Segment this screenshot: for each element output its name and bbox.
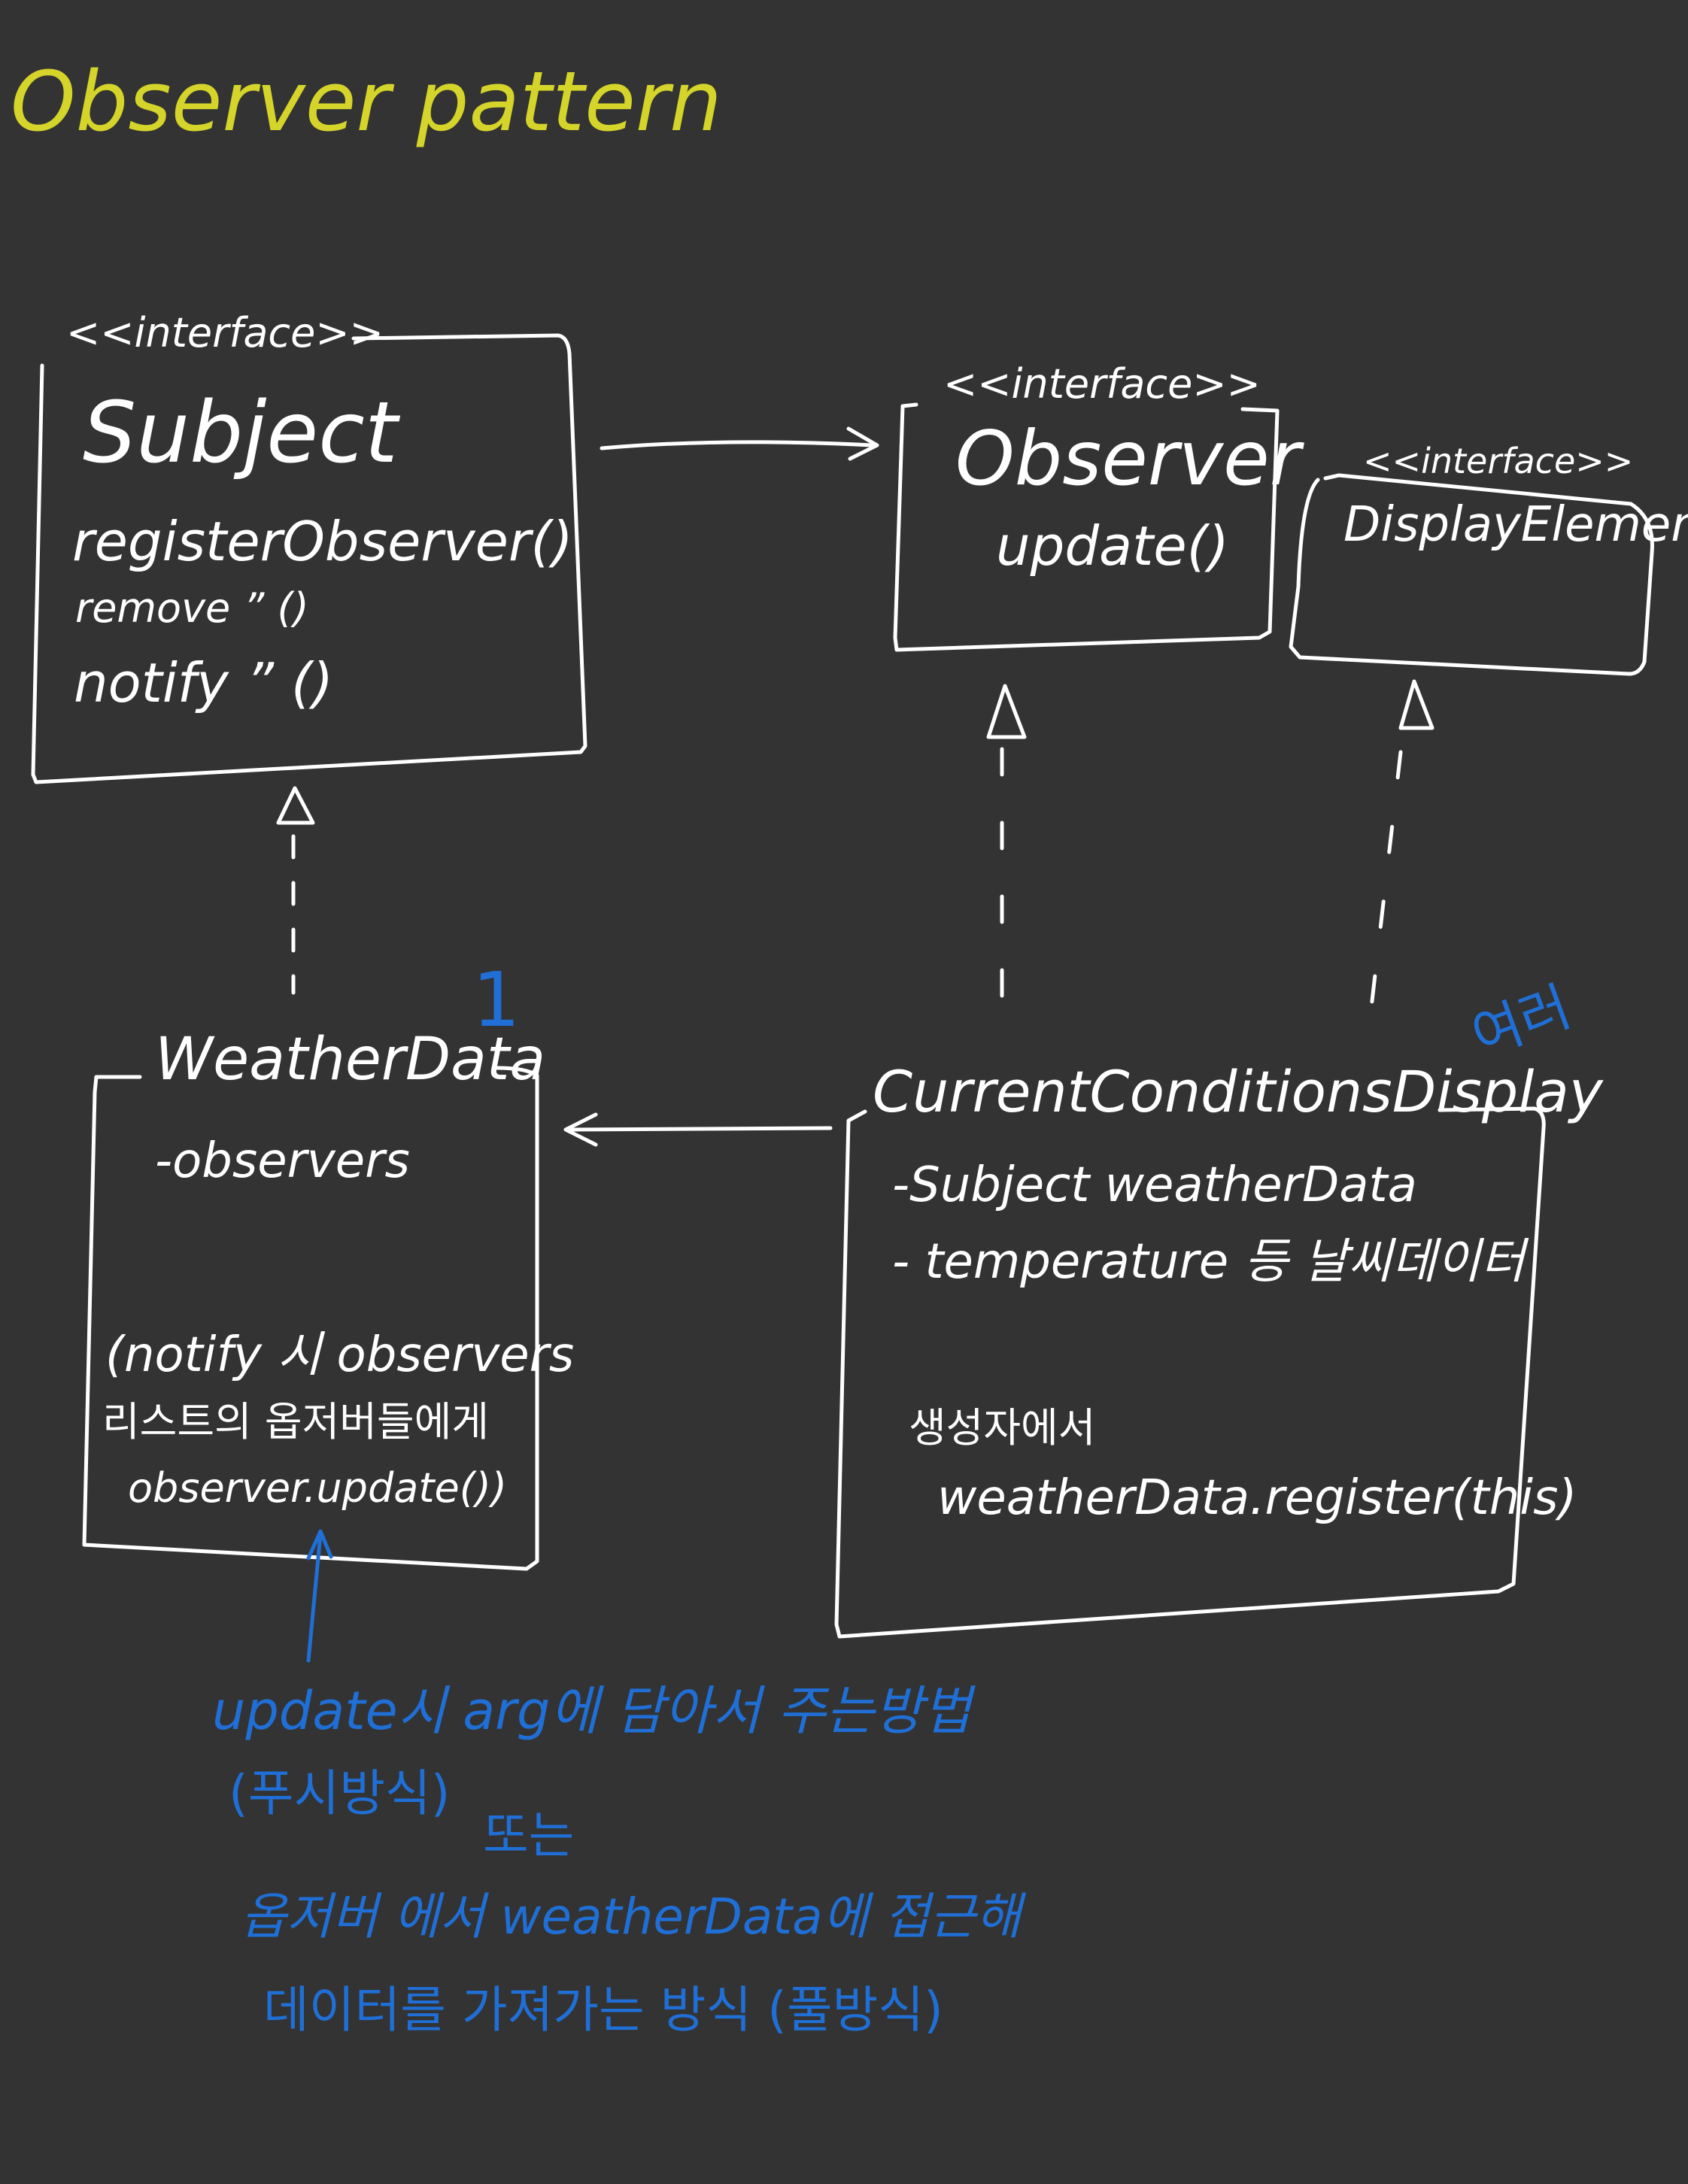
subject-method-notify: notify ” () [74,651,334,714]
current-conditions-constructor-line-2: weatherData.register(this) [937,1470,1577,1526]
subject-name: Subject [83,384,398,482]
blue-note-arrow [306,1532,323,1663]
current-conditions-field-temperature: - temperature 등 날씨데이터 [892,1234,1526,1290]
blue-note-pull-line: 옵저버 에서 weatherData에 접근해 [241,1888,1022,1946]
observer-name: Observer [955,414,1301,502]
observer-stereotype: <<interface>> [943,360,1261,408]
weatherdata-note-line-3: observer.update()) [128,1464,507,1512]
subject-method-register: registerObserver() [72,510,573,573]
display-element-name: DisplayElement [1343,497,1688,553]
current-observer-realization-triangle [986,684,1027,739]
display-element-box [1289,473,1654,676]
current-weather-arrowhead [563,1112,598,1147]
blue-note-push-line: update시 arg에 담아서 주는방법 [212,1680,972,1742]
weatherdata-field-observers: -observers [155,1133,410,1189]
current-display-realization-triangle [1398,679,1434,730]
subject-observer-arrow [600,440,875,450]
weatherdata-note-line-1: (notify 시 observers [105,1327,575,1383]
current-display-realization-line [1367,750,1403,1030]
current-conditions-field-subject: -Subject weatherData [892,1157,1417,1213]
current-weather-arrow [569,1126,833,1132]
subject-stereotype: <<interface>> [66,309,384,356]
current-conditions-box [834,1106,1546,1639]
subject-observer-arrowhead [846,426,879,461]
display-element-stereotype: <<interface>> [1363,441,1634,481]
blue-note-or: 또는 [483,1806,575,1864]
blue-note-push-label: (푸시방식) [229,1764,451,1822]
weatherdata-note-line-2: 리스트의 옵저버들에게 [102,1398,489,1445]
weatherdata-box [82,1066,539,1571]
weatherdata-multiplicity: 1 [472,956,521,1044]
blue-note-arrowhead [306,1529,333,1561]
observer-method-update: update() [996,514,1229,578]
weatherdata-name: WeatherData [155,1026,546,1094]
current-conditions-constructor-line-1: 생성자에서 [909,1404,1096,1451]
observer-box [893,402,1280,652]
weatherdata-subject-realization-triangle [276,786,315,825]
subject-box [31,333,587,784]
page-title: Observer pattern [11,53,722,150]
blue-note-pull-line-2: 데이터를 가져가는 방식 (풀방식) [263,1981,943,2039]
subject-method-remove: remove ” () [75,584,309,632]
current-conditions-name: CurrentConditionsDisplay [873,1058,1603,1125]
